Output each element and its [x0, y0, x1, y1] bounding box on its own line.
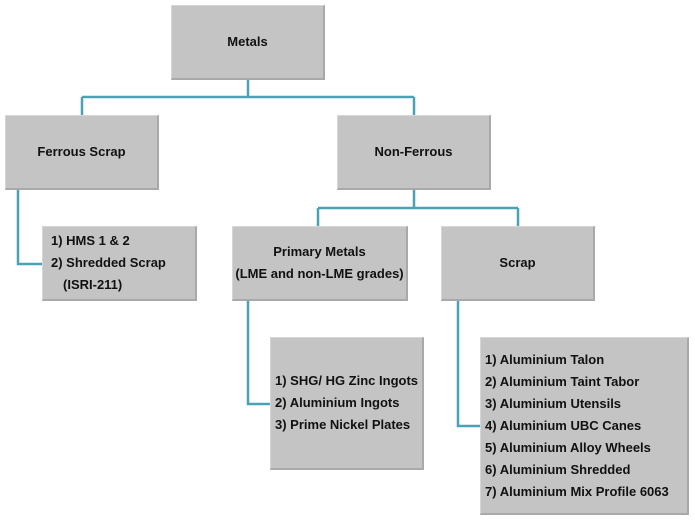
- scrap-item: 1) Aluminium Talon: [485, 351, 605, 367]
- node-primary-metals-label: Primary Metals: [273, 244, 366, 259]
- scrap-item: 3) Aluminium Utensils: [485, 395, 622, 411]
- primary-item: 3) Prime Nickel Plates: [275, 417, 411, 432]
- ferrous-item: 2) Shredded Scrap: [51, 255, 166, 270]
- connector-primary-items: [246, 301, 270, 406]
- node-ferrous-items: 1) HMS 1 & 2 2) Shredded Scrap (ISRI-211…: [42, 226, 197, 301]
- connector-nonferrous-children: [316, 190, 520, 226]
- node-metals: Metals: [171, 5, 325, 80]
- node-primary-metals: Primary Metals (LME and non-LME grades): [232, 226, 408, 301]
- connector-ferrous-items: [16, 190, 42, 266]
- scrap-item: 6) Aluminium Shredded: [485, 461, 631, 477]
- node-primary-metals-sublabel: (LME and non-LME grades): [235, 266, 404, 281]
- scrap-item: 4) Aluminium UBC Canes: [485, 417, 642, 433]
- primary-item: 1) SHG/ HG Zinc Ingots: [275, 373, 419, 388]
- connector-scrap-items: [456, 301, 482, 428]
- node-ferrous-scrap: Ferrous Scrap: [5, 115, 159, 190]
- node-scrap: Scrap: [441, 226, 595, 301]
- node-non-ferrous: Non-Ferrous: [337, 115, 491, 190]
- node-scrap-label: Scrap: [499, 255, 536, 270]
- connector-metals-children: [80, 80, 416, 115]
- primary-item: 2) Aluminium Ingots: [275, 395, 400, 410]
- ferrous-item-note: (ISRI-211): [63, 277, 123, 292]
- node-scrap-items: 1) Aluminium Talon 2) Aluminium Taint Ta…: [480, 337, 689, 515]
- scrap-item: 2) Aluminium Taint Tabor: [485, 373, 640, 389]
- node-ferrous-scrap-label: Ferrous Scrap: [37, 144, 126, 159]
- node-metals-label: Metals: [227, 34, 268, 49]
- node-primary-items: 1) SHG/ HG Zinc Ingots 2) Aluminium Ingo…: [270, 337, 424, 470]
- ferrous-item: 1) HMS 1 & 2: [51, 233, 130, 248]
- scrap-item: 5) Aluminium Alloy Wheels: [485, 439, 651, 455]
- scrap-item: 7) Aluminium Mix Profile 6063: [485, 483, 669, 499]
- node-non-ferrous-label: Non-Ferrous: [374, 144, 453, 159]
